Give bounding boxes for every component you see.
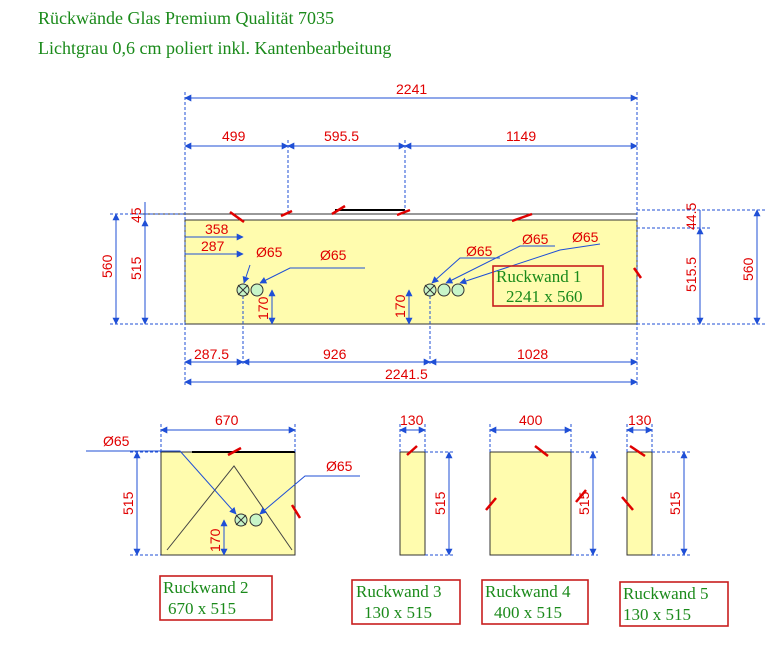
p3-slash (406, 445, 418, 456)
label-left-outer: 560 (99, 254, 115, 278)
panel4-label-name: Ruckwand 4 (485, 582, 571, 601)
p2-slash-1 (227, 446, 242, 457)
label-bottom-1: 287.5 (194, 346, 229, 362)
p5-label-width: 130 (628, 412, 652, 428)
panel2-label-name: Ruckwand 2 (163, 578, 248, 597)
label-seg1: 499 (222, 128, 246, 144)
label-hole-1: Ø65 (256, 244, 283, 260)
p2-label-height: 515 (120, 491, 136, 515)
panel5-label-size: 130 x 515 (623, 605, 691, 624)
slash-5 (511, 212, 533, 223)
panel3-label-name: Ruckwand 3 (356, 582, 441, 601)
label-height-b: 170 (392, 294, 408, 318)
slash-6 (632, 267, 643, 279)
hole-1-cross-b (237, 284, 249, 296)
p4-label-width: 400 (519, 412, 543, 428)
label-offset-358: 358 (205, 221, 229, 237)
panel5-label-box (619, 581, 729, 627)
label-hole-2: Ø65 (320, 247, 347, 263)
label-hole-5: Ø65 (572, 229, 599, 245)
label-hole-3: Ø65 (466, 243, 493, 259)
p4-slash-2 (485, 497, 497, 511)
p3-label-height: 515 (432, 491, 448, 515)
header-line2: Lichtgrau 0,6 cm poliert inkl. Kantenbea… (38, 38, 392, 58)
p4-slash-3 (575, 489, 587, 503)
hole-2 (250, 283, 264, 297)
panel5-body (626, 451, 653, 556)
panel2-label-size: 670 x 515 (168, 599, 236, 618)
label-seg2: 595.5 (324, 128, 359, 144)
panel1-label-name: Ruckwand 1 (496, 267, 581, 286)
hole-5 (451, 283, 465, 297)
p5-label-height: 515 (667, 491, 683, 515)
slash-3 (331, 204, 346, 216)
hole-3-cross-b (424, 284, 436, 296)
p2-hole-2 (249, 513, 263, 527)
label-left-inner: 515 (128, 256, 144, 280)
label-bottom-3: 1028 (517, 346, 548, 362)
p5-slash-2 (621, 496, 634, 511)
p2-slash-2 (290, 504, 302, 519)
label-seg3: 1149 (506, 128, 536, 144)
p2-label-hole-right: Ø65 (326, 458, 353, 474)
label-right-outer: 560 (740, 257, 756, 281)
p2-label-width: 670 (215, 412, 239, 428)
p2-label-hole-height: 170 (207, 528, 223, 552)
p3-label-width: 130 (400, 412, 424, 428)
label-bottom-total: 2241.5 (385, 366, 428, 382)
label-right-inner: 515.5 (683, 257, 699, 292)
panel1-label-size: 2241 x 560 (506, 287, 583, 306)
leader-hole-3 (431, 257, 500, 284)
panel4-body (489, 451, 572, 556)
hole-4 (437, 283, 451, 297)
slash-1 (229, 210, 245, 224)
p2-leader-right (259, 475, 360, 515)
p2-leader-left (86, 450, 237, 515)
leader-hole-2 (259, 267, 365, 284)
p4-label-height: 515 (576, 491, 592, 515)
panel4-label-size: 400 x 515 (494, 603, 562, 622)
p2-label-hole-left: Ø65 (103, 433, 130, 449)
panel2-body (160, 451, 296, 556)
p5-slash-1 (629, 444, 646, 458)
p2-hole-cross-b (235, 514, 247, 526)
panel2-label-box (159, 575, 273, 621)
label-top-total: 2241 (396, 81, 427, 97)
panel1-label-box (492, 265, 604, 307)
slash-2 (280, 209, 293, 218)
label-left-top: 45 (128, 207, 144, 223)
label-height-a: 170 (255, 296, 271, 320)
label-offset-287: 287 (201, 238, 225, 254)
panel4-label-box (481, 579, 589, 625)
slash-4 (396, 208, 411, 217)
label-hole-4: Ø65 (522, 231, 549, 247)
leader-hole-4 (445, 245, 555, 284)
panel2-triangle (166, 465, 293, 551)
label-bottom-2: 926 (323, 346, 347, 362)
label-right-top: 44.5 (683, 203, 699, 230)
p4-slash-1 (534, 445, 549, 457)
panel3-label-box (351, 579, 461, 625)
panel3-body (399, 451, 426, 556)
header-line1: Rückwände Glas Premium Qualität 7035 (38, 8, 334, 28)
leader-hole-1 (242, 264, 251, 284)
panel5-label-name: Ruckwand 5 (623, 584, 708, 603)
panel3-label-size: 130 x 515 (364, 603, 432, 622)
